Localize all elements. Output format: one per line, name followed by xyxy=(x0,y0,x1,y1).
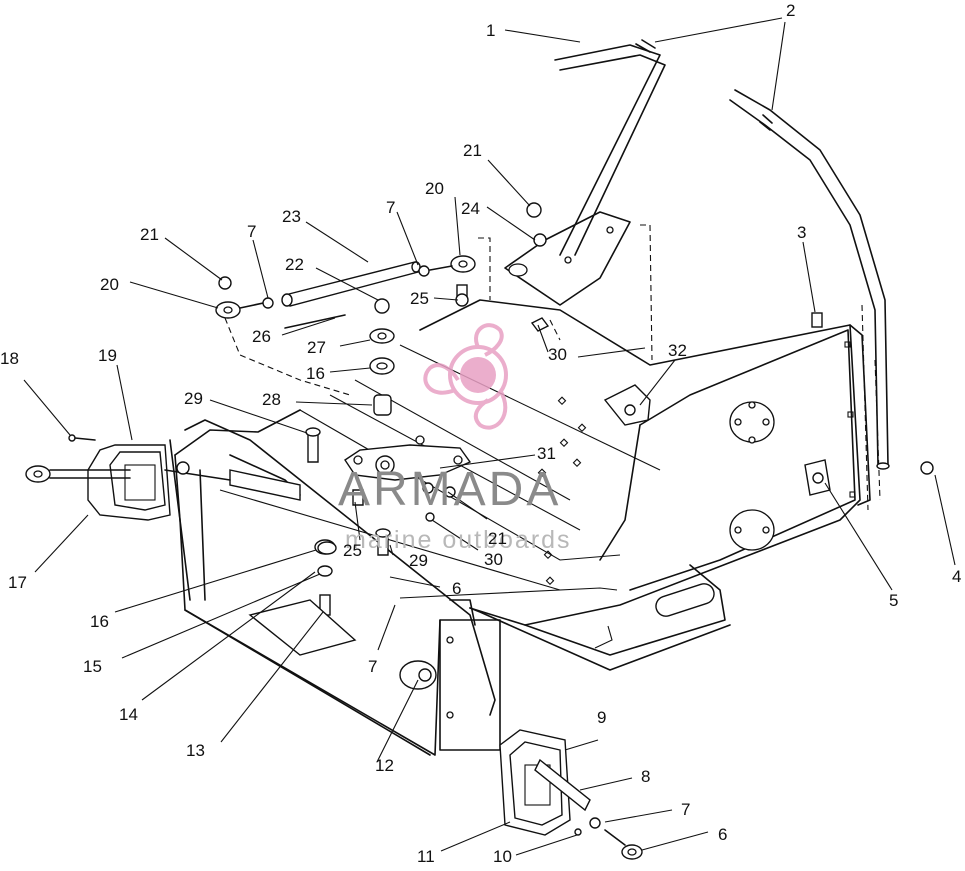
callout-7-c: 7 xyxy=(368,657,377,676)
callout-17: 17 xyxy=(8,573,27,592)
callout-8: 8 xyxy=(641,767,650,786)
watermark-logo xyxy=(423,323,508,430)
callout-25-upper: 25 xyxy=(410,289,429,308)
pivot-stack xyxy=(344,298,472,498)
cable xyxy=(284,314,346,329)
callout-22: 22 xyxy=(285,255,304,274)
rod-end-left xyxy=(215,276,274,319)
callout-10: 10 xyxy=(493,847,512,866)
callout-19: 19 xyxy=(98,346,117,365)
callout-3: 3 xyxy=(797,223,806,242)
rod-end-right xyxy=(418,255,476,307)
callout-6-upper: 6 xyxy=(452,579,461,598)
steering-handle xyxy=(504,39,666,306)
callout-5: 5 xyxy=(889,591,898,610)
callout-1: 1 xyxy=(486,21,495,40)
callout-21-center: 21 xyxy=(488,529,507,548)
callout-13: 13 xyxy=(186,741,205,760)
callout-7-a: 7 xyxy=(247,222,256,241)
linkage-rod xyxy=(281,261,421,307)
callout-4: 4 xyxy=(952,567,961,586)
callout-15: 15 xyxy=(83,657,102,676)
callout-2: 2 xyxy=(786,1,795,20)
leader-lines xyxy=(23,17,956,856)
callout-16-upper: 16 xyxy=(306,364,325,383)
callout-30-upper: 30 xyxy=(548,345,567,364)
watermark-tagline: marine outboards xyxy=(345,526,572,554)
callout-20-left: 20 xyxy=(100,275,119,294)
rear-rail xyxy=(729,89,890,470)
callout-29-lower: 29 xyxy=(409,551,428,570)
callout-25-lower: 25 xyxy=(343,541,362,560)
callout-32: 32 xyxy=(668,341,687,360)
callout-6-lower: 6 xyxy=(718,825,727,844)
callout-26: 26 xyxy=(252,327,271,346)
callout-27: 27 xyxy=(307,338,326,357)
callout-14: 14 xyxy=(119,705,138,724)
callout-23: 23 xyxy=(282,207,301,226)
callout-7-b: 7 xyxy=(386,198,395,217)
left-grip-plate xyxy=(25,434,231,521)
callout-9: 9 xyxy=(597,708,606,727)
lower-grip-plate xyxy=(499,729,643,860)
callout-31: 31 xyxy=(537,444,556,463)
callout-29-upper: 29 xyxy=(184,389,203,408)
callout-7-d: 7 xyxy=(681,800,690,819)
callout-21-top: 21 xyxy=(463,141,482,160)
callout-30-lower: 30 xyxy=(484,550,503,569)
callout-28: 28 xyxy=(262,390,281,409)
callout-18: 18 xyxy=(0,349,19,368)
callout-11: 11 xyxy=(417,847,435,866)
watermark-brand: ARMADA xyxy=(338,463,561,516)
callout-16-lower: 16 xyxy=(90,612,109,631)
callout-12: 12 xyxy=(375,756,394,775)
callout-21-left: 21 xyxy=(140,225,159,244)
callout-24: 24 xyxy=(461,199,480,218)
callout-20-right: 20 xyxy=(425,179,444,198)
